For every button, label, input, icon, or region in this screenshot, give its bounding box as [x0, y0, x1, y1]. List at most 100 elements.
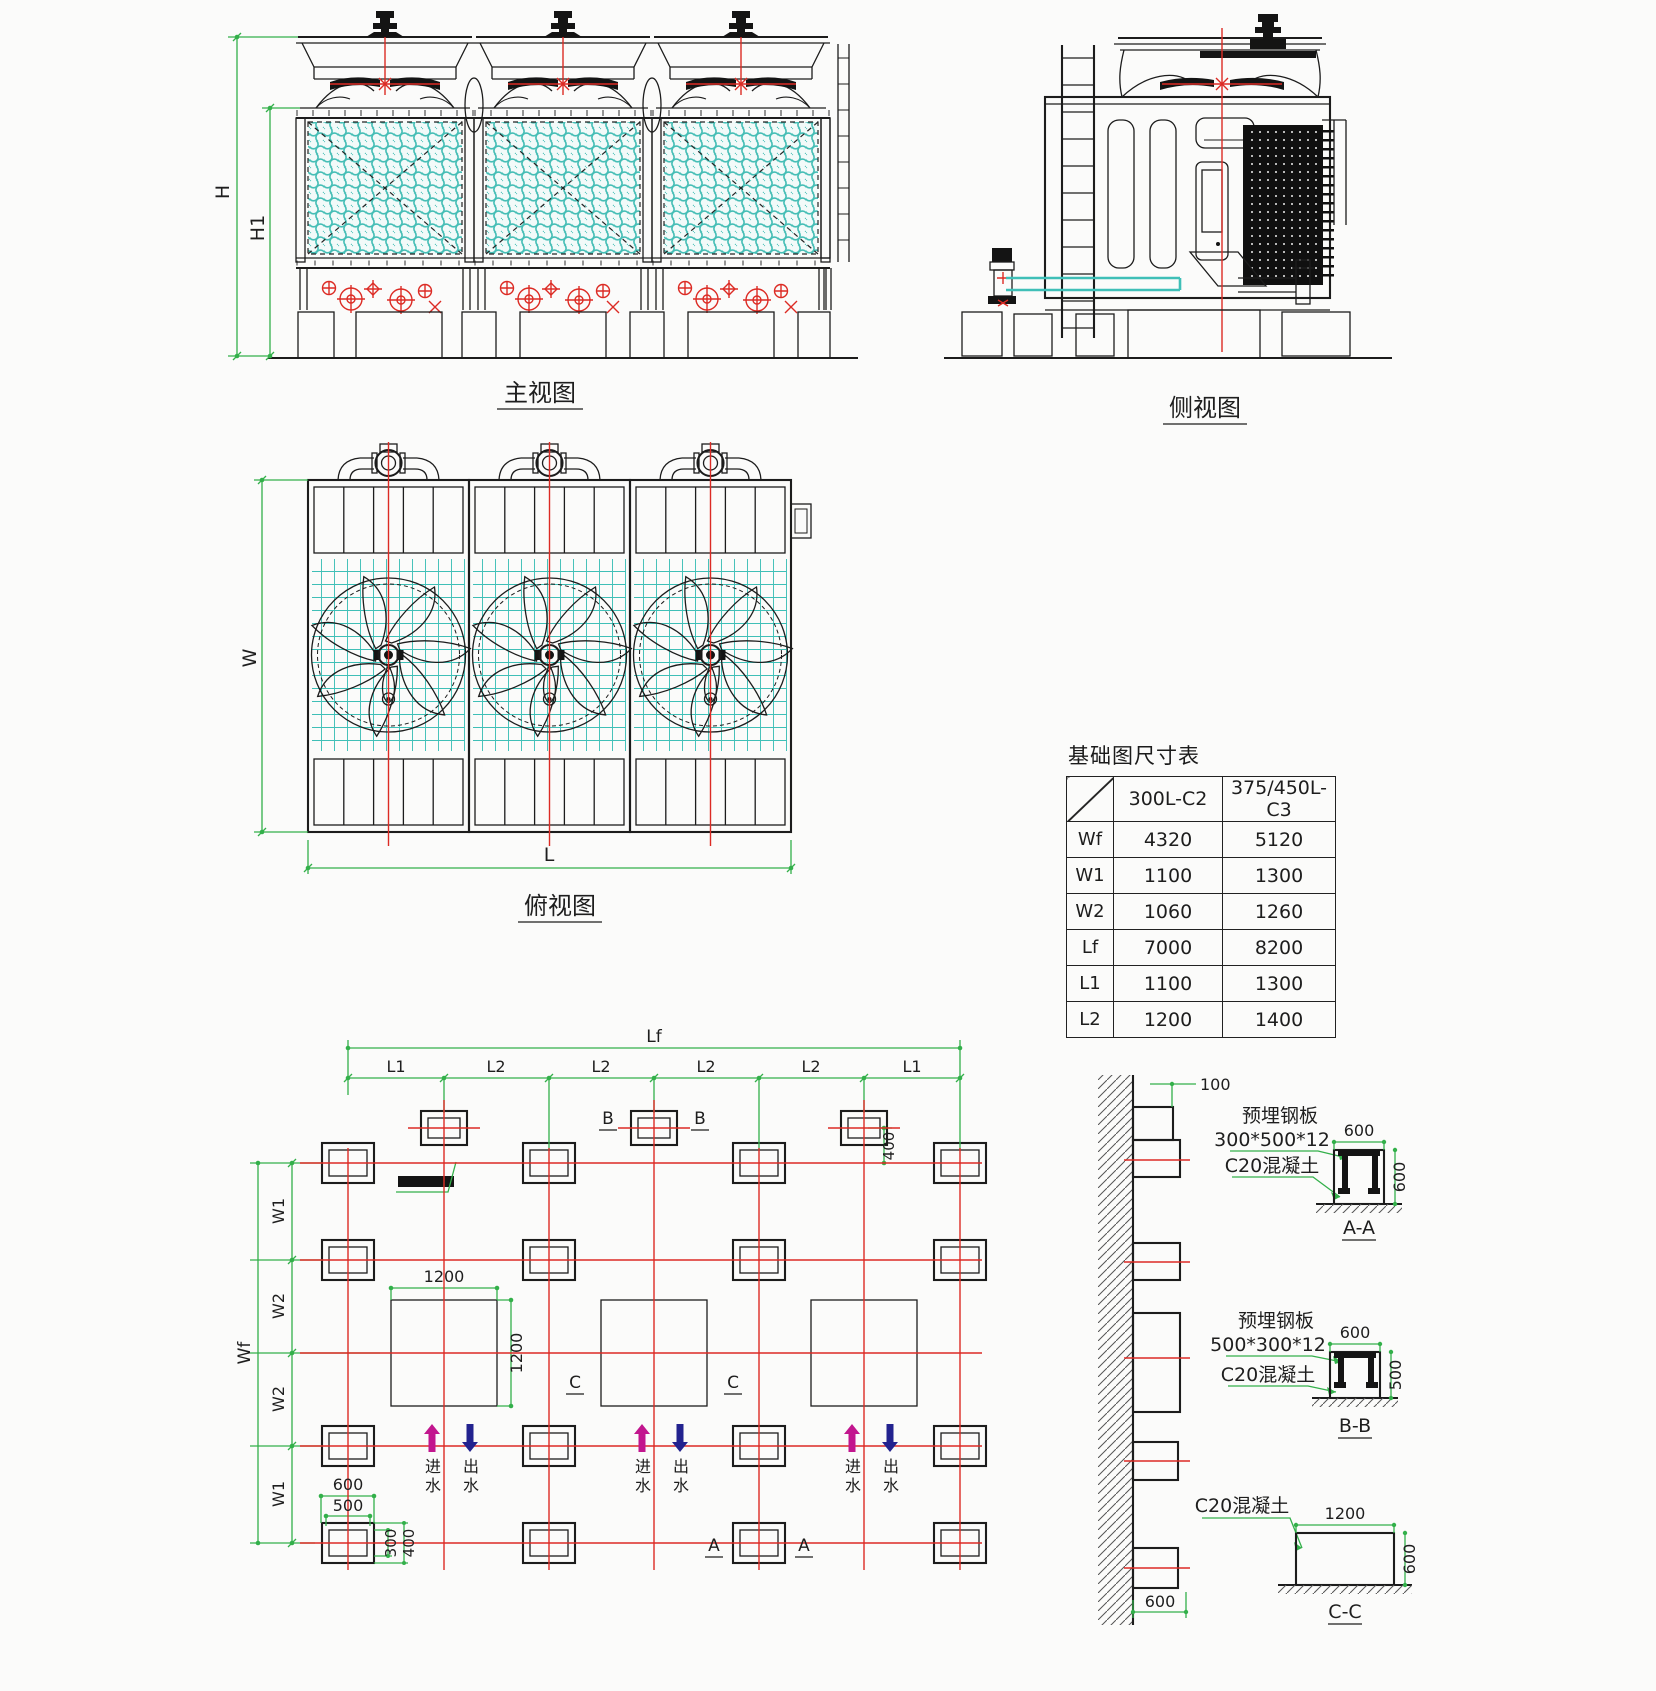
cc-dim-h: 600 [1400, 1544, 1419, 1575]
dim-label-h1: H1 [247, 215, 269, 241]
row-value: 5120 [1222, 821, 1336, 858]
valve-cluster [677, 279, 798, 315]
table-row: W1 1100 1300 [1066, 857, 1336, 894]
table-col-model2: 375/450L-C3 [1222, 776, 1336, 822]
row-value: 1060 [1113, 893, 1223, 930]
wall-dims [1130, 1081, 1196, 1618]
plan-dim-w2: W2 [269, 1386, 288, 1412]
view-title-front: 主视图 [504, 379, 576, 407]
dim-label-h: H [212, 185, 234, 199]
dim-label-w: W [239, 648, 261, 667]
side-pump [988, 248, 1016, 307]
aa-title: A-A [1343, 1217, 1375, 1239]
row-value: 1260 [1222, 893, 1336, 930]
marker-a-left: A [708, 1536, 720, 1556]
table-row: Wf 4320 5120 [1066, 821, 1336, 858]
plan-dim-lf: Lf [646, 1027, 662, 1047]
plan-dim-wf: Wf [235, 1341, 255, 1365]
marker-b-right: B [694, 1109, 706, 1129]
plan-centerlines [300, 1100, 982, 1570]
marker-b-left: B [602, 1109, 614, 1129]
bb-title: B-B [1339, 1415, 1371, 1437]
plan-pad-600: 600 [333, 1475, 364, 1494]
view-title-side: 侧视图 [1169, 394, 1241, 422]
wall-section-strip: 100 600 [1098, 1075, 1231, 1625]
inlet-label: 进水 [632, 1458, 651, 1496]
aa-dim-w: 600 [1344, 1121, 1375, 1140]
valve-cluster [321, 279, 442, 315]
plan-pad-400: 400 [400, 1529, 418, 1558]
aa-plate-size: 300*500*12 [1214, 1129, 1330, 1151]
plan-dim-l1: L1 [902, 1057, 921, 1076]
plan-square-dim-h: 1200 [424, 1267, 465, 1286]
foundation-plan: B B C C A A Lf L1 L2 L2 L2 L2 L1 Wf W1 W… [235, 1027, 988, 1570]
aa-dim-h: 600 [1390, 1162, 1409, 1193]
inlet-label: 进水 [422, 1458, 441, 1496]
legend-bar [398, 1176, 454, 1187]
side-pipes [1006, 276, 1182, 292]
row-value: 1300 [1222, 857, 1336, 894]
cc-concrete-label: C20混凝土 [1195, 1495, 1289, 1517]
plan-riser-offset: 400 [880, 1132, 898, 1161]
aa-concrete-label: C20混凝土 [1225, 1155, 1319, 1177]
row-param: W1 [1066, 857, 1114, 894]
bb-dim-h: 500 [1386, 1360, 1405, 1391]
wall-dim-100: 100 [1200, 1075, 1231, 1094]
section-bb: 预埋钢板 500*300*12 C20混凝土 600 500 B-B [1210, 1310, 1405, 1439]
wall-dim-600: 600 [1145, 1592, 1176, 1611]
bb-concrete-label: C20混凝土 [1221, 1364, 1315, 1386]
cc-title: C-C [1328, 1601, 1361, 1623]
inlet-label: 进水 [842, 1458, 861, 1496]
plan-pad-500: 500 [333, 1496, 364, 1515]
row-value: 1300 [1222, 965, 1336, 1002]
front-ladder [837, 44, 850, 262]
row-value: 1100 [1113, 857, 1223, 894]
bb-plate-size: 500*300*12 [1210, 1334, 1326, 1356]
plan-dim-l2: L2 [696, 1057, 715, 1076]
outlet-label: 出水 [880, 1458, 899, 1496]
bb-plate-label: 预埋钢板 [1238, 1310, 1314, 1332]
foundation-size-table: 基础图尺寸表 300L-C2 375/450L-C3 Wf 4320 5120 … [1066, 740, 1336, 1038]
table-col-model1: 300L-C2 [1113, 776, 1223, 822]
row-param: Lf [1066, 929, 1114, 966]
outlet-label: 出水 [460, 1458, 479, 1496]
row-param: Wf [1066, 821, 1114, 858]
row-value: 1200 [1113, 1001, 1223, 1038]
view-title-top: 俯视图 [524, 892, 596, 920]
section-cc: C20混凝土 1200 600 C-C [1195, 1495, 1419, 1625]
plan-pad-300: 300 [382, 1529, 400, 1558]
marker-a-right: A [798, 1536, 810, 1556]
dim-label-l: L [544, 844, 555, 866]
row-param: L1 [1066, 965, 1114, 1002]
front-foundation-pads [297, 311, 831, 359]
section-aa: 预埋钢板 300*500*12 C20混凝土 600 600 A-A [1214, 1105, 1409, 1241]
plan-dim-w2: W2 [269, 1293, 288, 1319]
valve-cluster [499, 279, 620, 315]
side-ladder [1060, 45, 1096, 338]
plan-dim-l2: L2 [486, 1057, 505, 1076]
row-value: 1400 [1222, 1001, 1336, 1038]
plan-square-dim-v: 1200 [507, 1333, 526, 1374]
row-value: 4320 [1113, 821, 1223, 858]
side-louver-panel [1243, 125, 1323, 285]
bb-dim-w: 600 [1340, 1323, 1371, 1342]
row-value: 8200 [1222, 929, 1336, 966]
table-row: Lf 7000 8200 [1066, 929, 1336, 966]
table-row: W2 1060 1260 [1066, 893, 1336, 930]
row-param: L2 [1066, 1001, 1114, 1038]
side-foundation-pads [961, 309, 1351, 359]
side-view: 侧视图 [944, 14, 1392, 425]
front-view: H H1 主视图 [212, 11, 858, 410]
table-row: L2 1200 1400 [1066, 1001, 1336, 1038]
plan-dim-l1: L1 [386, 1057, 405, 1076]
plan-dim-w1: W1 [269, 1198, 288, 1224]
marker-c-right: C [727, 1373, 739, 1393]
top-view: W L 俯视图 [239, 442, 812, 923]
outlet-label: 出水 [670, 1458, 689, 1496]
row-value: 1100 [1113, 965, 1223, 1002]
plan-dim-w1: W1 [269, 1481, 288, 1507]
aa-plate-label: 预埋钢板 [1242, 1105, 1318, 1127]
front-dimensions [228, 32, 300, 361]
